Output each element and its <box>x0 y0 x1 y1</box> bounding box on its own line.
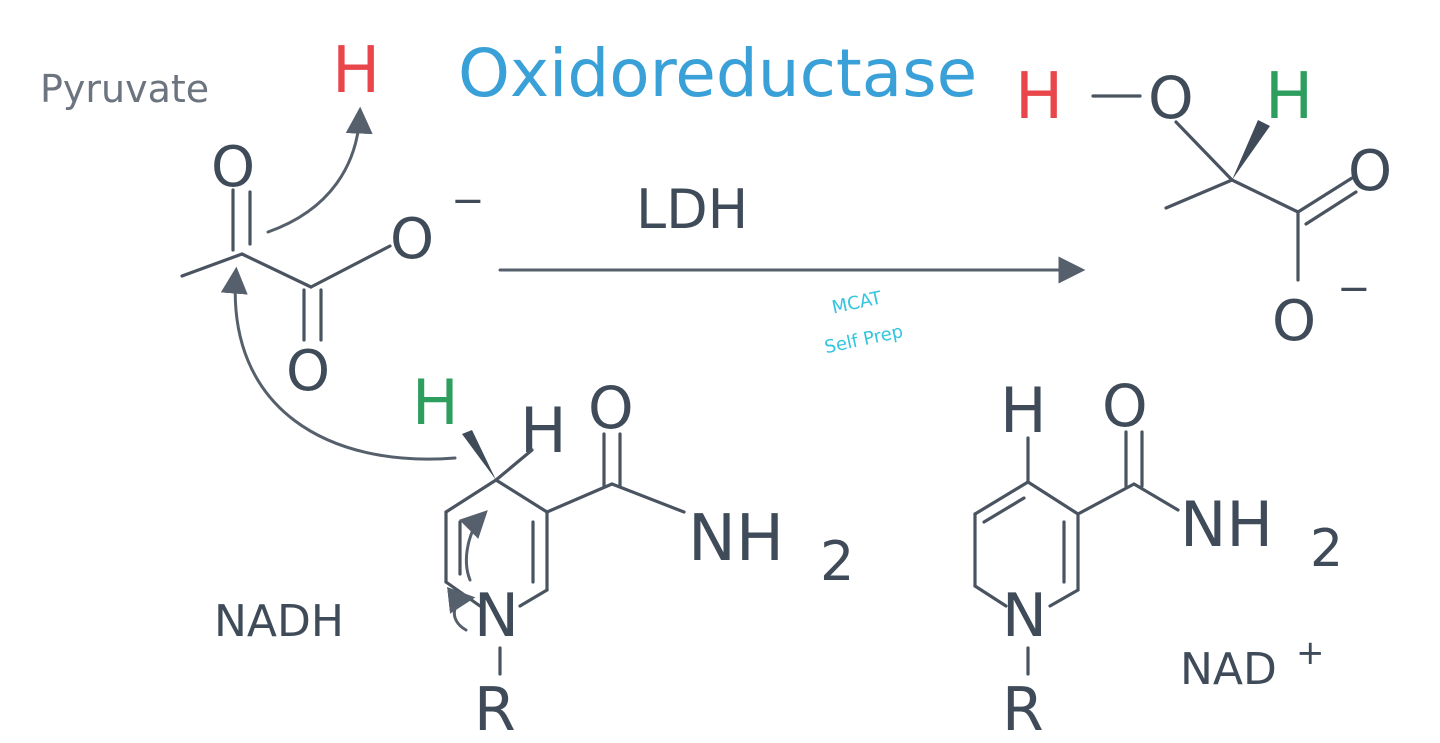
nad-label-charge: + <box>1296 633 1325 673</box>
nad-r: R <box>1002 675 1044 743</box>
nadh-amine-sub: 2 <box>820 530 854 593</box>
lactate-green-h: H <box>1265 60 1313 134</box>
pyruvate-structure: O O O − <box>180 135 485 404</box>
nad-amide-o: O <box>1102 372 1148 440</box>
nad-amine: NH <box>1180 488 1273 561</box>
lactate-hydroxyl-o: O <box>1148 64 1194 132</box>
watermark-line1: MCAT <box>830 287 884 318</box>
lactate-red-h: H <box>1015 60 1063 134</box>
pyruvate-label: Pyruvate <box>40 67 209 111</box>
nad-structure: H O N R NH 2 <box>973 372 1343 743</box>
nad-amine-sub: 2 <box>1310 519 1343 579</box>
watermark-line2: Self Prep <box>823 321 905 358</box>
nadh-amide-o: O <box>588 374 634 442</box>
nadh-amine: NH <box>688 502 784 576</box>
nadh-label: NADH <box>214 596 344 647</box>
title: Oxidoreductase <box>458 35 977 112</box>
nadh-green-h: H <box>412 366 459 439</box>
nad-ring-n: N <box>1002 581 1047 651</box>
nadh-r: R <box>474 675 516 743</box>
pyruvate-charge: − <box>451 178 485 224</box>
arrow-to-red-h <box>266 106 373 234</box>
nadh-ring-n: N <box>474 581 519 651</box>
hydride-arrow <box>220 266 457 461</box>
lactate-structure: H O H O O − <box>1015 60 1392 354</box>
nad-label: NAD <box>1180 644 1277 695</box>
lactate-o-minus: O <box>1272 289 1316 354</box>
nadh-structure: H H O N R NH 2 <box>412 366 854 743</box>
lactate-carbonyl-o: O <box>1348 139 1392 204</box>
pyruvate-o-minus: O <box>390 207 434 272</box>
nad-h: H <box>1000 374 1047 447</box>
enzyme-label: LDH <box>636 178 748 241</box>
red-h-left: H <box>332 34 380 108</box>
lactate-charge: − <box>1337 266 1371 312</box>
pyruvate-carboxyl-o: O <box>286 339 330 404</box>
